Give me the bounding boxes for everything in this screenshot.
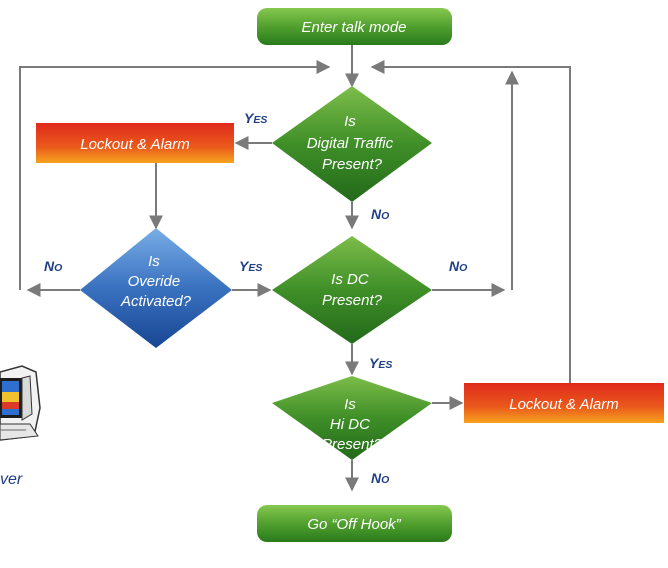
- end-label: Go “Off Hook”: [307, 516, 401, 533]
- hi-dc-line-2: Hi DC: [330, 416, 370, 433]
- override-yes-label: YES: [239, 258, 262, 274]
- loop-left-line: [19, 60, 331, 290]
- dc-present-line-2: Present?: [322, 292, 383, 309]
- hidc-no-label: NO: [371, 470, 389, 486]
- svg-text:Is Hi DC Present?: Is Hi DC Present?: [322, 396, 383, 453]
- override-no-label: NO: [44, 258, 62, 274]
- lockout-alarm-right: Lockout & Alarm: [464, 383, 664, 423]
- svg-text:Is Overide Activat: Is Overide Activated?: [120, 253, 192, 310]
- hi-dc-decision: Is Hi DC Present?: [272, 376, 432, 460]
- dc-yes-label: YES: [369, 355, 392, 371]
- digital-traffic-line-2: Digital Traffic: [307, 135, 394, 152]
- override-decision: Is Overide Activated?: [80, 228, 232, 348]
- partial-caption: ver: [0, 471, 23, 488]
- digital-traffic-decision: Is Digital Traffic Present?: [272, 86, 432, 202]
- digital-traffic-line-3: Present?: [322, 156, 383, 173]
- start-label: Enter talk mode: [301, 19, 406, 36]
- hi-dc-line-3: Present?: [322, 436, 383, 453]
- dc-no-label: NO: [449, 258, 467, 274]
- lockout-alarm-left: Lockout & Alarm: [36, 123, 234, 163]
- svg-text:Is DC Present?: Is DC Present?: [322, 271, 383, 309]
- override-line-1: Is: [148, 253, 160, 270]
- digital-no-label: NO: [371, 206, 389, 222]
- dc-present-decision: Is DC Present?: [272, 236, 432, 344]
- digital-traffic-line-1: Is: [344, 113, 356, 130]
- lockout-left-label: Lockout & Alarm: [80, 136, 190, 153]
- edge-labels: YES NO NO YES NO YES NO: [44, 110, 467, 486]
- override-line-2: Overide: [128, 273, 181, 290]
- dc-present-line-1: Is DC: [331, 271, 369, 288]
- end-node: Go “Off Hook”: [257, 505, 452, 542]
- digital-yes-label: YES: [244, 110, 267, 126]
- loop-right-line: [370, 60, 571, 388]
- connectors: [19, 45, 571, 492]
- start-node: Enter talk mode: [257, 8, 452, 45]
- computer-monitor-icon: [0, 365, 41, 441]
- svg-text:Is Digital Traffic: Is Digital Traffic Present?: [307, 113, 398, 173]
- hi-dc-line-1: Is: [344, 396, 356, 413]
- lockout-right-label: Lockout & Alarm: [509, 396, 619, 413]
- override-line-3: Activated?: [120, 293, 192, 310]
